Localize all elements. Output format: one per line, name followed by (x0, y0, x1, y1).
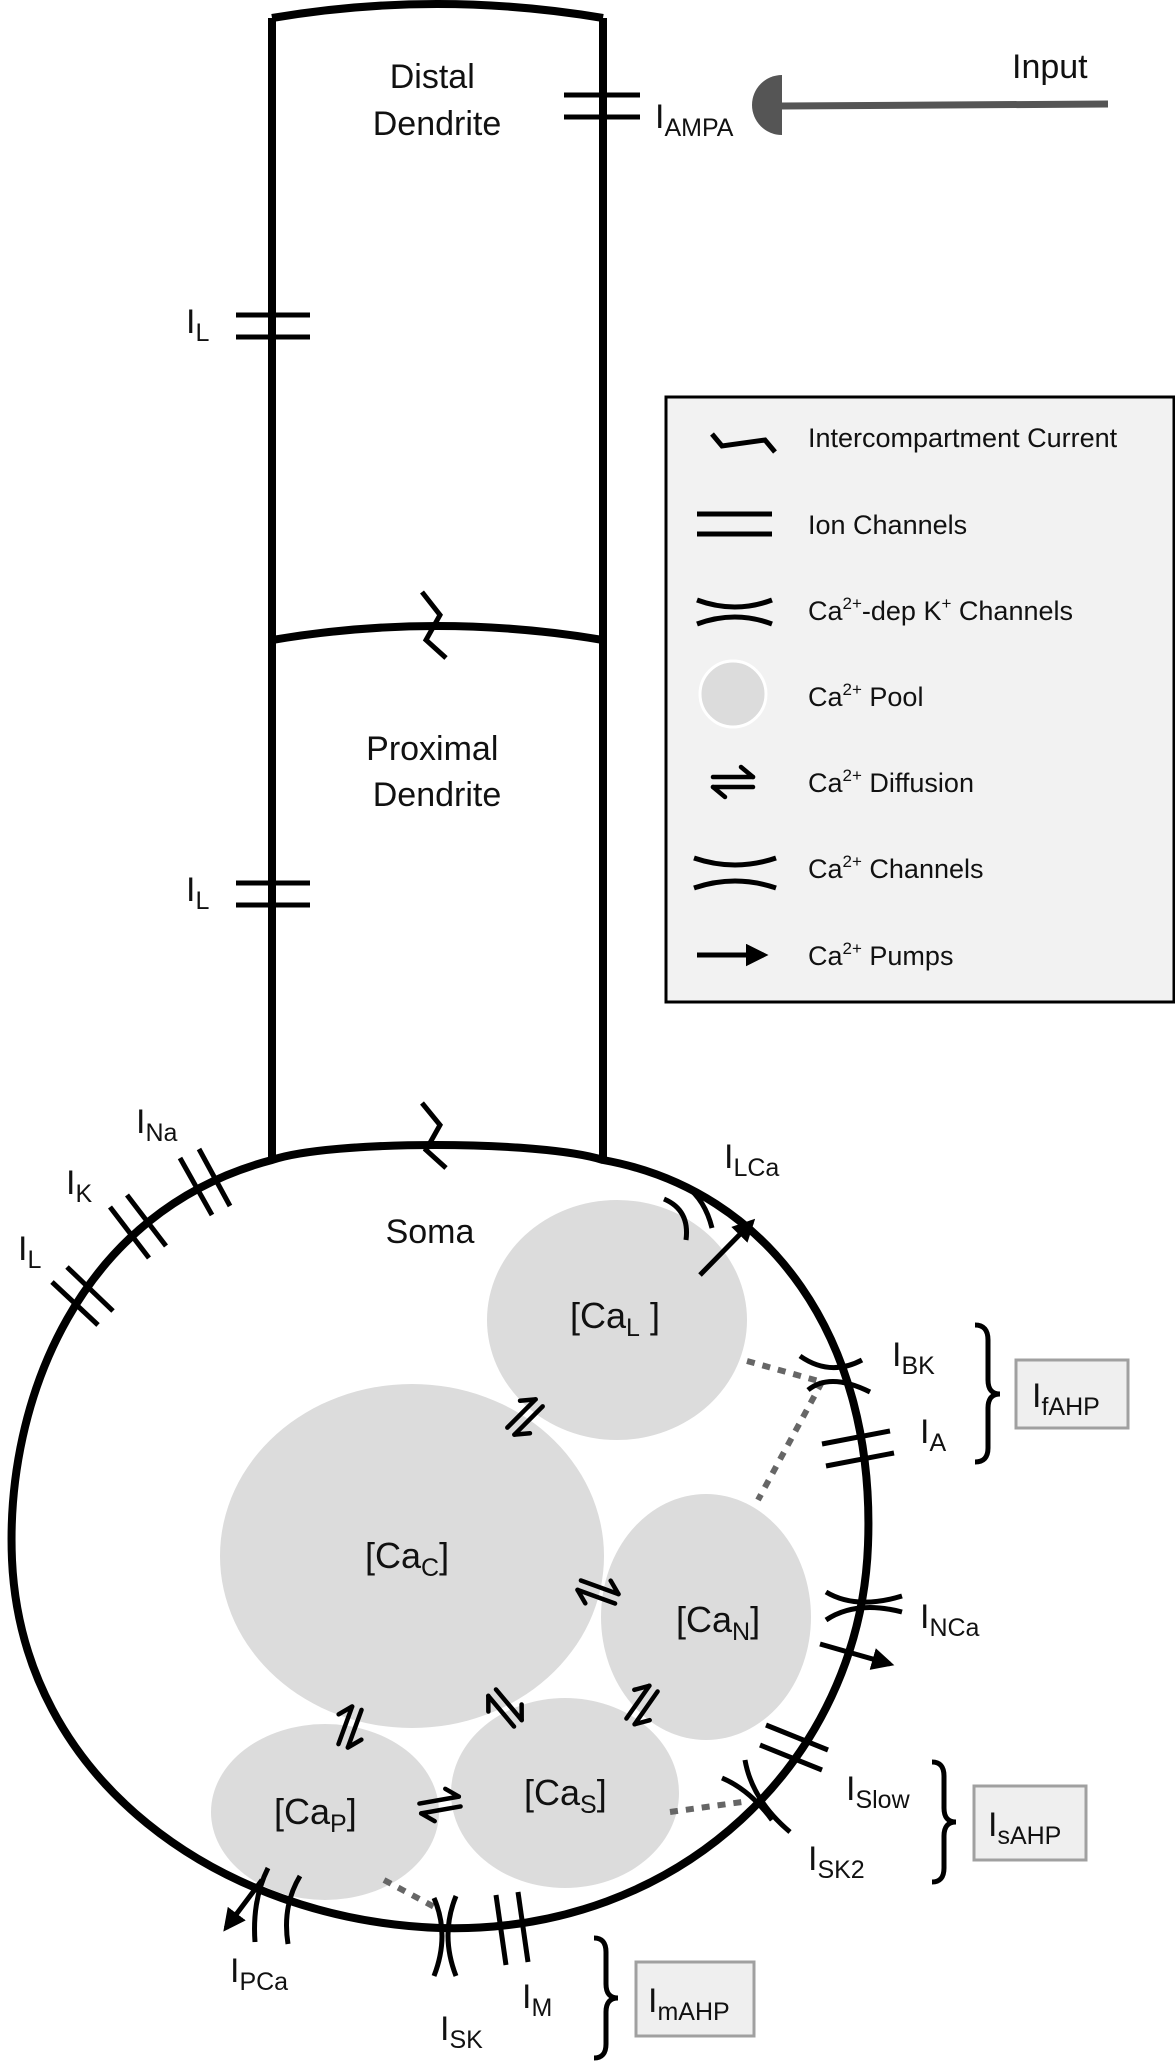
lca-pump-icon (698, 1218, 756, 1277)
i-slow-label: ISlow (846, 1770, 911, 1814)
i-sk2-label: ISK2 (808, 1840, 865, 1884)
diffusion-c-p-icon (336, 1704, 364, 1750)
legend-ion-channels-label: Ion Channels (808, 510, 967, 540)
legend-pumps-label: Ca2+ Pumps (808, 939, 953, 971)
diffusion-p-s-icon (417, 1786, 463, 1824)
na-channel-icon (177, 1147, 233, 1217)
ampa-channel-icon (564, 92, 640, 120)
a-channel-icon (821, 1428, 895, 1469)
i-m-label: IM (522, 1978, 552, 2022)
legend-ca-channel-icon (693, 855, 777, 891)
diffusion-l-c-icon (505, 1397, 545, 1437)
pool-ca-s-label: [CaS] (524, 1772, 607, 1819)
i-l-soma-label: IL (18, 1230, 41, 1274)
pool-ca-p (211, 1724, 439, 1900)
leak-channel-soma-icon (50, 1265, 115, 1327)
nca-channel-icon (824, 1589, 903, 1623)
i-pca-label: IPCa (230, 1952, 288, 1996)
sk-channel-icon (431, 1895, 459, 1977)
ca-pools (211, 1200, 811, 1900)
sk2-channel-icon (720, 1759, 792, 1834)
m-channel-icon (493, 1891, 531, 1966)
lca-channel-icon (662, 1183, 715, 1241)
mahp-group-box (634, 1960, 756, 2038)
pool-channel-links (382, 1358, 825, 1913)
legend-ca-channels-label: Ca2+ Channels (808, 852, 984, 884)
k-channel-icon (108, 1193, 168, 1260)
leak-channel-proximal-icon (236, 880, 310, 908)
fahp-brace-icon (974, 1322, 1001, 1465)
i-sk-label: ISK (440, 2010, 483, 2054)
diffusion-c-s-icon (486, 1687, 524, 1729)
i-k-label: IK (66, 1164, 92, 1208)
legend-diffusion-label: Ca2+ Diffusion (808, 766, 974, 798)
dendrite-shaft (268, 0, 607, 1160)
i-mahp-label: ImAHP (648, 1982, 730, 2026)
i-l-distal-label: IL (186, 303, 209, 347)
i-bk-label: IBK (892, 1336, 935, 1380)
diffusion-s-n-icon (624, 1683, 660, 1727)
legend-pool-label: Ca2+ Pool (808, 680, 923, 712)
sahp-group-box (972, 1784, 1088, 1862)
soma-label: Soma (386, 1213, 475, 1251)
i-sahp-label: IsAHP (988, 1806, 1061, 1850)
mahp-brace-icon (593, 1935, 619, 2061)
i-na-label: INa (136, 1103, 178, 1147)
leak-channel-distal-icon (236, 312, 310, 340)
i-lca-label: ILCa (724, 1138, 779, 1182)
pool-ca-n-label: [CaN] (676, 1599, 760, 1646)
input-label: Input (1012, 48, 1088, 86)
diffusion-c-n-icon (575, 1578, 621, 1606)
pool-ca-l-label: [CaL ] (570, 1295, 660, 1342)
i-a-label: IA (920, 1413, 946, 1457)
i-l-proximal-label: IL (186, 871, 209, 915)
pca-channel-icon (252, 1866, 303, 1945)
pool-ca-c (220, 1384, 604, 1728)
legend-intercompartment-label: Intercompartment Current (808, 423, 1118, 453)
i-nca-label: INCa (920, 1598, 980, 1642)
input-axon (781, 100, 1109, 110)
proximal-dendrite-label: Proximal Dendrite (366, 730, 508, 814)
fahp-group-box (1014, 1358, 1130, 1430)
legend-ca-dep-k-label: Ca2+-dep K+ Channels (808, 594, 1073, 626)
synapse-terminal-icon (752, 75, 782, 135)
legend-ca-dep-k-channel-icon (696, 597, 773, 627)
intercompartment-current-icon (420, 590, 448, 660)
legend-intercompartment-icon (710, 432, 777, 454)
legend-diffusion-icon (710, 764, 756, 800)
pool-ca-p-label: [CaP] (274, 1791, 357, 1838)
nca-pump-icon (819, 1641, 895, 1670)
legend-ion-channel-icon (697, 511, 772, 537)
legend: Intercompartment Current Ion Channels Ca… (664, 395, 1175, 1004)
legend-pool-icon (698, 659, 768, 729)
soma-membrane (7, 1141, 873, 1933)
intercompartment-current-icon (420, 1101, 448, 1170)
distal-dendrite-label: Distal Dendrite (373, 58, 502, 143)
i-fahp-label: IfAHP (1032, 1377, 1100, 1421)
pool-ca-s (451, 1698, 679, 1888)
slow-channel-icon (759, 1722, 829, 1773)
pool-ca-c-label: [CaC] (365, 1535, 449, 1582)
pool-ca-l (487, 1200, 747, 1440)
i-ampa-label: IAMPA (655, 98, 734, 142)
pool-ca-n (601, 1494, 811, 1740)
bk-channel-icon (798, 1353, 872, 1395)
pca-pump-icon (223, 1878, 264, 1932)
sahp-brace-icon (931, 1759, 957, 1885)
